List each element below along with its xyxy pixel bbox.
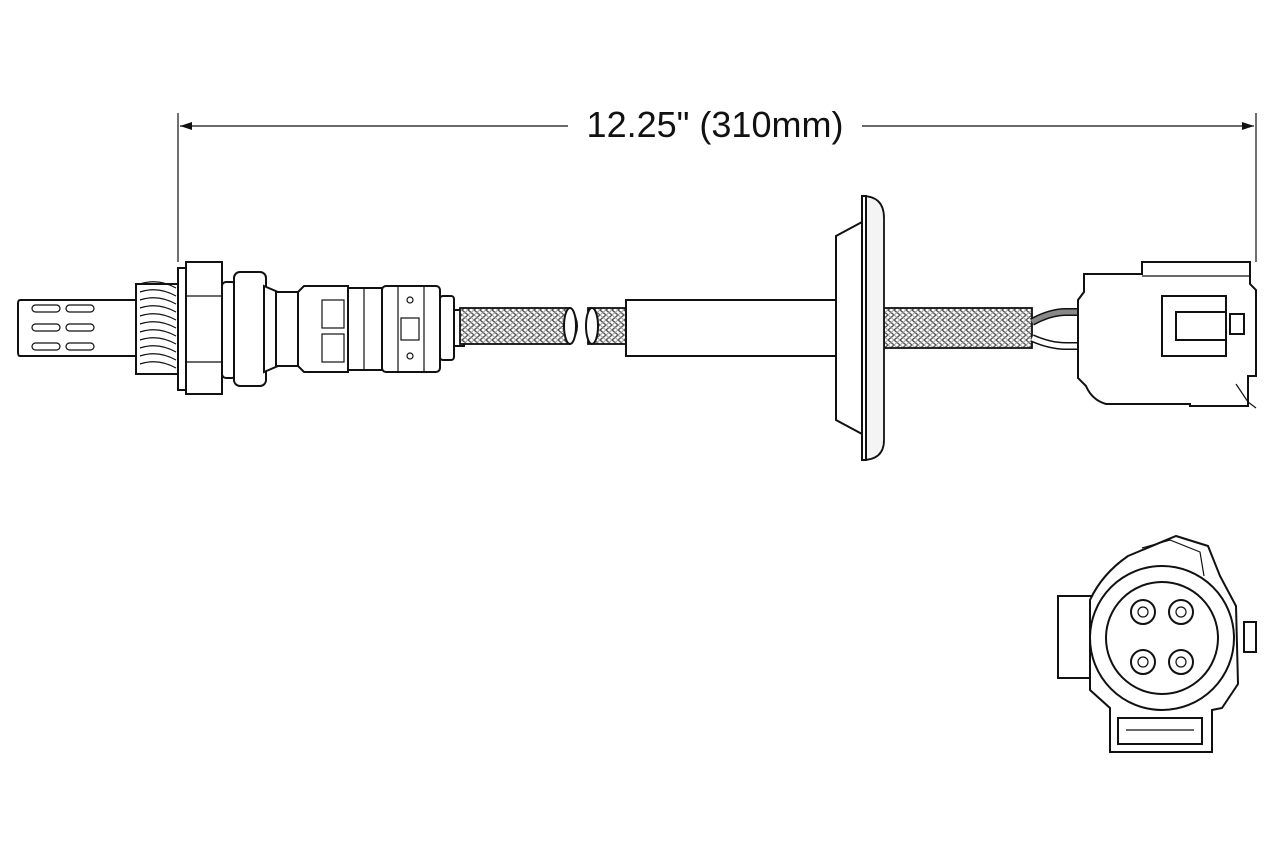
braided-cable-icon xyxy=(459,299,1033,357)
dimension-line: 12.25" (310mm) xyxy=(177,104,1257,262)
connector-face-icon xyxy=(1057,534,1257,753)
dimension-label: 12.25" (310mm) xyxy=(587,104,844,145)
thread-icon xyxy=(135,281,181,375)
sensor-body-icon xyxy=(221,271,465,387)
hex-nut-icon xyxy=(177,261,223,395)
wire-leads-icon xyxy=(1030,308,1084,350)
grommet-icon xyxy=(835,195,885,461)
connector-side-icon xyxy=(1077,261,1257,409)
sensor-tip-icon xyxy=(17,299,137,357)
